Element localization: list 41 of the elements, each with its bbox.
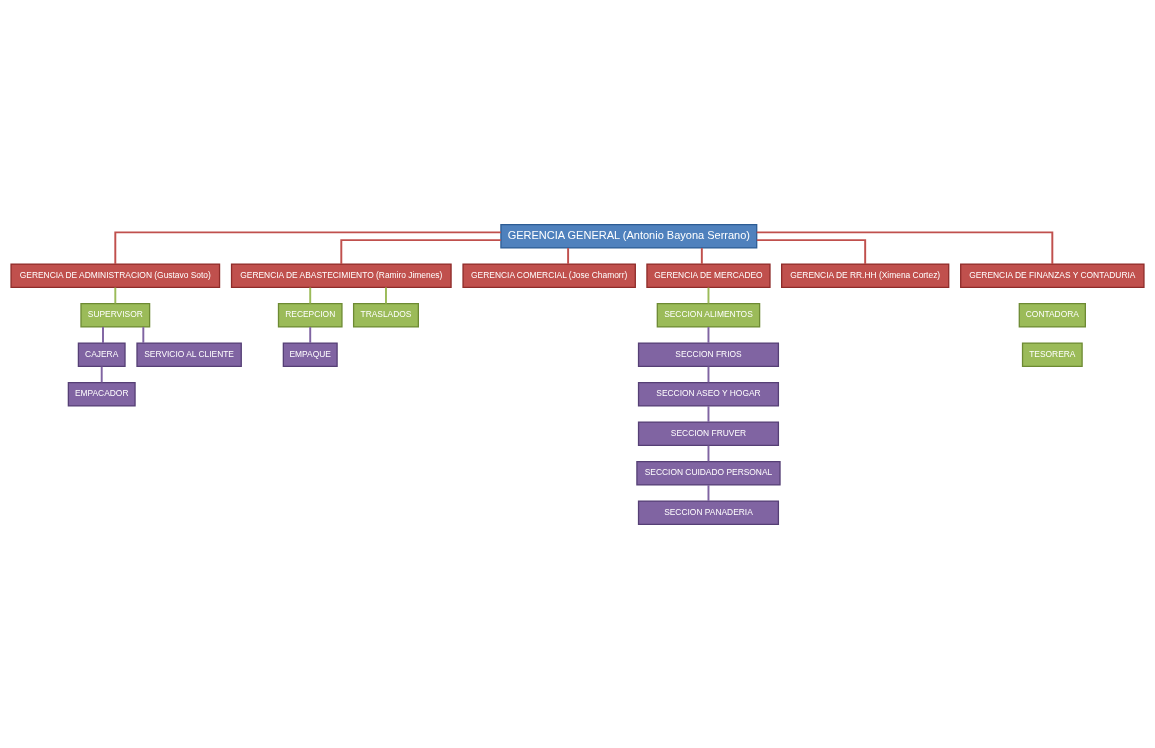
connector: [100, 365, 103, 383]
connector: [385, 286, 387, 304]
node-box: SECCION FRUVER: [637, 420, 780, 446]
connector: [755, 230, 1054, 265]
connector: [114, 286, 117, 304]
node-box: SECCION CUIDADO PERSONAL: [636, 460, 781, 486]
connector: [755, 238, 867, 265]
connector: [567, 246, 570, 265]
node-box: SECCION ASEO Y HOGAR: [637, 381, 780, 407]
node-box: CONTADORA: [1018, 302, 1086, 328]
connector: [340, 238, 502, 265]
node-box: GERENCIA DE RR.HH (Ximena Cortez): [781, 262, 950, 288]
connector: [707, 483, 710, 502]
node-box: GERENCIA DE ADMINISTRACION (Gustavo Soto): [10, 262, 221, 288]
node-box: GERENCIA DE MERCADEO: [646, 262, 771, 288]
connector: [707, 325, 710, 344]
node-box: GERENCIA DE FINANZAS Y CONTADURIA: [960, 262, 1145, 288]
node-box: EMPACADOR: [67, 381, 136, 407]
connector: [114, 230, 502, 265]
node-box: SECCION FRIOS: [637, 341, 780, 367]
node-box: CAJERA: [77, 341, 126, 367]
connector: [700, 246, 703, 265]
node-box: GERENCIA DE ABASTECIMIENTO (Ramiro Jimenes): [230, 262, 452, 288]
connector: [309, 325, 312, 344]
connector: [707, 365, 710, 383]
connector: [707, 286, 710, 304]
node-box: SECCION PANADERIA: [637, 499, 780, 525]
node-box: RECEPCION: [277, 302, 343, 328]
node-box: SERVICIO AL CLIENTE: [136, 341, 242, 367]
connector: [142, 325, 145, 344]
connector: [102, 325, 104, 344]
node-box: SECCION ALIMENTOS: [656, 302, 761, 328]
node-box: EMPAQUE: [282, 341, 338, 367]
connector: [707, 444, 710, 462]
node-box: GERENCIA COMERCIAL (Jose Chamorr): [462, 262, 636, 288]
node-box: SUPERVISOR: [80, 302, 151, 328]
node-box: TESORERA: [1021, 341, 1083, 367]
node-box: TRASLADOS: [352, 302, 419, 328]
connector: [309, 286, 312, 304]
node-box: GERENCIA GENERAL (Antonio Bayona Serrano): [500, 223, 758, 249]
connector: [707, 404, 710, 423]
